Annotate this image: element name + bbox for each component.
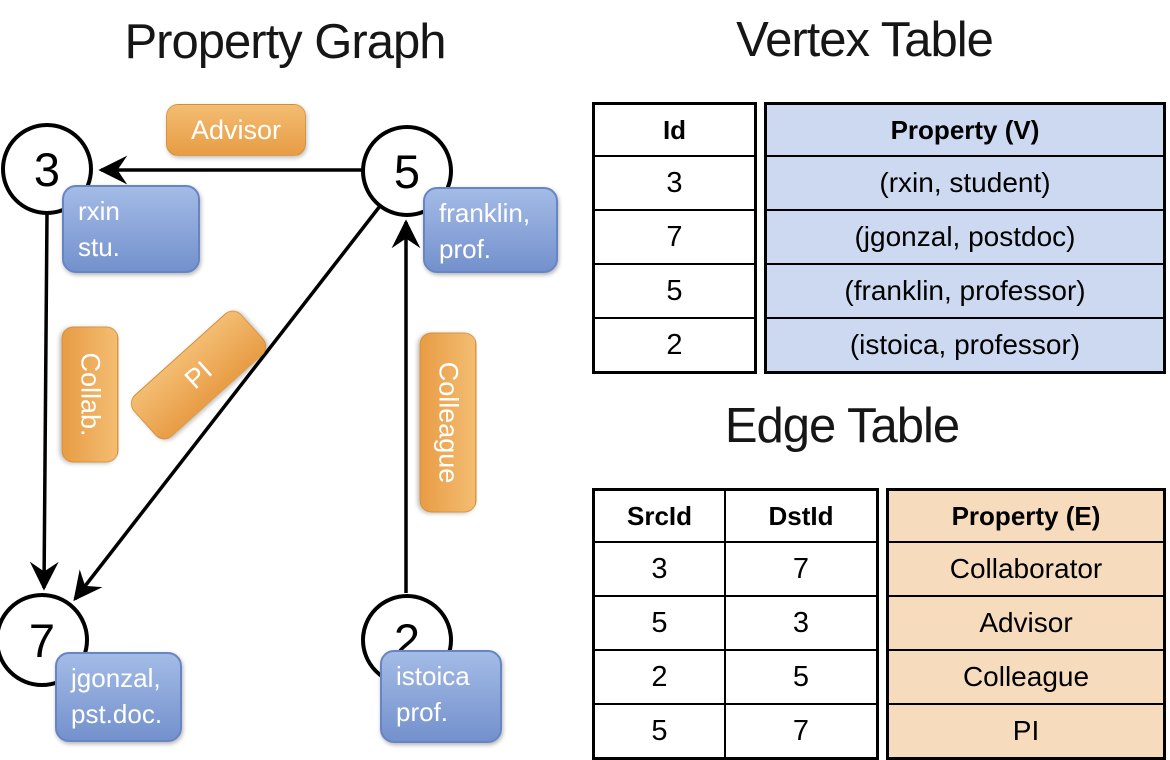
- property-graph-title: Property Graph: [124, 15, 447, 69]
- edge-property-cell: Colleague: [889, 649, 1163, 703]
- node-id-5: 5: [393, 144, 421, 198]
- node-property-line: prof.: [396, 697, 449, 727]
- edge-srcid-cell: 3: [595, 541, 724, 595]
- node-property-line: prof.: [439, 234, 492, 264]
- vertex-property-cell: (franklin, professor): [767, 263, 1163, 317]
- edge-table-id-columns: SrcId DstId 3 7 5 3 2 5 5 7: [592, 488, 879, 760]
- edge-dstid-cell: 7: [724, 541, 876, 595]
- node-property-line: pst.doc.: [71, 699, 163, 729]
- node-id-7: 7: [28, 613, 56, 667]
- vertex-table: Id 3 7 5 2 Property (V) (rxin, student) …: [592, 102, 1166, 374]
- vertex-id-cell: 5: [595, 263, 754, 317]
- edge-label-advisor: Advisor: [166, 104, 306, 156]
- vertex-id-cell: 3: [595, 155, 754, 209]
- node-property-line: franklin,: [439, 198, 531, 228]
- vertex-table-title: Vertex Table: [736, 13, 994, 67]
- vertex-id-cell: 2: [595, 317, 754, 371]
- node-property-line: istoica: [396, 661, 470, 691]
- vertex-table-id-column: Id 3 7 5 2: [592, 102, 757, 374]
- graph-canvas: [0, 123, 453, 687]
- vertex-id-cell: 7: [595, 209, 754, 263]
- node-property-line: rxin: [78, 196, 120, 226]
- edge-property-cell: PI: [889, 703, 1163, 757]
- node-property-line: stu.: [78, 232, 120, 262]
- edge-table: SrcId DstId 3 7 5 3 2 5 5 7 Property (E)…: [592, 488, 1166, 760]
- edge-table-header-srcid: SrcId: [626, 500, 693, 531]
- vertex-property-cell: (istoica, professor): [767, 317, 1163, 371]
- edge-property-cell: Collaborator: [889, 541, 1163, 595]
- node-property-line: jgonzal,: [71, 663, 161, 693]
- vertex-property-cell: (rxin, student): [767, 155, 1163, 209]
- edge-dstid-cell: 5: [724, 649, 876, 703]
- edge-property-cell: Advisor: [889, 595, 1163, 649]
- node-property-box-3: rxin stu.: [62, 185, 200, 273]
- edge-table-title: Edge Table: [724, 399, 960, 453]
- edge-srcid-cell: 5: [595, 595, 724, 649]
- edge-srcid-cell: 2: [595, 649, 724, 703]
- edge-label-colleague: Colleague: [419, 332, 477, 513]
- edge-pi-5-to-7: [73, 204, 382, 602]
- edge-table-property-column: Property (E) Collaborator Advisor Collea…: [886, 488, 1166, 760]
- edge-dstid-cell: 7: [724, 703, 876, 757]
- edge-collab-3-to-7: [29, 212, 59, 591]
- vertex-table-property-column: Property (V) (rxin, student) (jgonzal, p…: [764, 102, 1166, 374]
- edge-table-header-dstid: DstId: [724, 491, 876, 541]
- edge-label-collab: Collab.: [61, 326, 119, 463]
- edge-srcid-cell: 5: [595, 703, 724, 757]
- vertex-table-header-id: Id: [662, 114, 687, 145]
- node-id-3: 3: [33, 142, 61, 196]
- node-property-box-7: jgonzal, pst.doc.: [55, 652, 182, 742]
- edge-table-header-property: Property (E): [889, 491, 1163, 541]
- vertex-table-header-property: Property (V): [767, 105, 1163, 155]
- node-property-box-2: istoica prof.: [380, 650, 502, 743]
- edge-dstid-cell: 3: [724, 595, 876, 649]
- node-property-box-5: franklin, prof.: [423, 187, 558, 273]
- vertex-property-cell: (jgonzal, postdoc): [767, 209, 1163, 263]
